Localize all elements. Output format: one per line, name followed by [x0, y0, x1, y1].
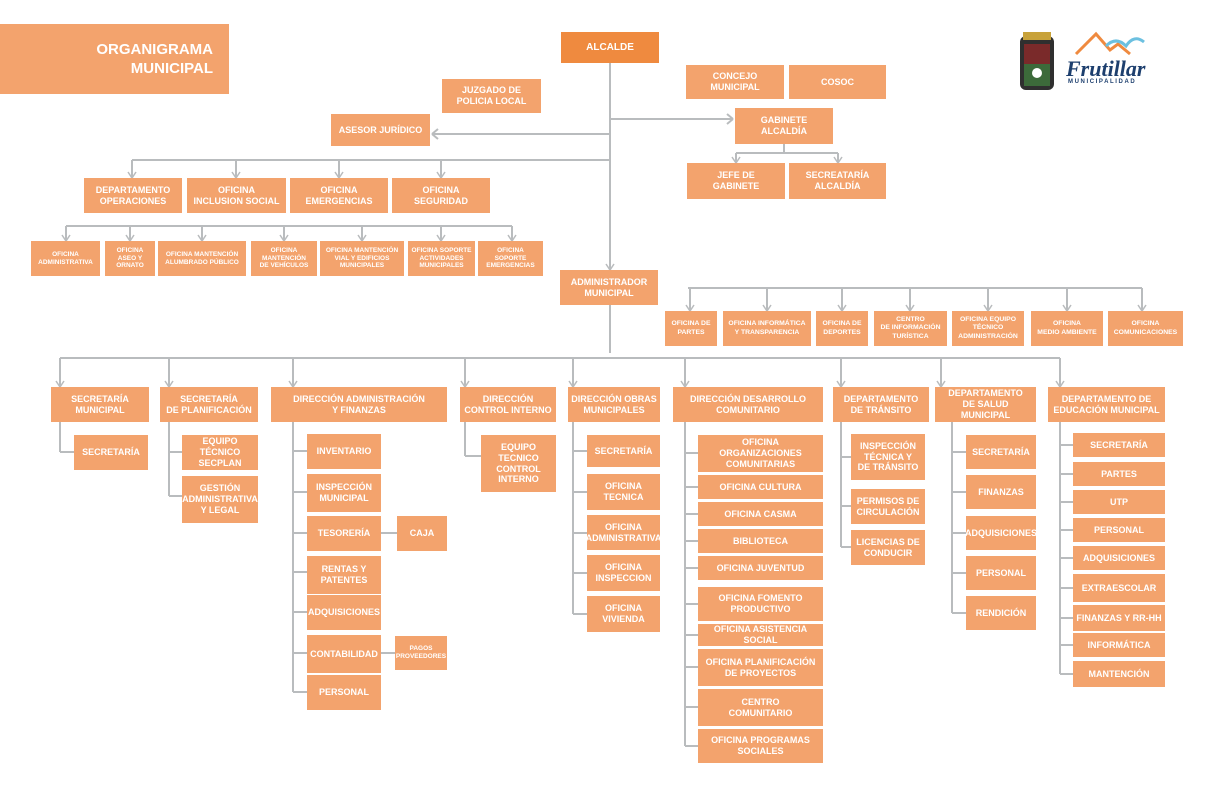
- node-daf2: INSPECCIÓN MUNICIPAL: [307, 474, 381, 512]
- node-daf5: ADQUISICIONES: [307, 595, 381, 630]
- node-asesor: ASESOR JURÍDICO: [331, 114, 430, 146]
- node-ad6: OFICINA MEDIO AMBIENTE: [1031, 311, 1103, 346]
- node-did5: OFICINA JUVENTUD: [698, 556, 823, 580]
- node-daf6: CONTABILIDAD: [307, 635, 381, 673]
- brand-tagline: MUNICIPALIDAD: [1068, 79, 1137, 85]
- node-of-seg: OFICINA SEGURIDAD: [392, 178, 490, 213]
- node-daf: DIRECCIÓN ADMINISTRACIÓN Y FINANZAS: [271, 387, 447, 422]
- node-daf3: TESORERÍA: [307, 516, 381, 551]
- connector-line: [431, 128, 439, 135]
- node-ed7: FINANZAS Y RR-HH: [1073, 605, 1165, 631]
- node-pagos: PAGOS PROVEEDORES: [395, 636, 447, 670]
- node-transito: DEPARTAMENTO DE TRÁNSITO: [833, 387, 929, 422]
- node-did2: OFICINA CULTURA: [698, 475, 823, 499]
- node-dom5: OFICINA VIVIENDA: [587, 596, 660, 632]
- node-daf7: PERSONAL: [307, 675, 381, 710]
- connector-line: [726, 113, 734, 120]
- node-jefe-gab: JEFE DE GABINETE: [687, 163, 785, 199]
- node-ed2: PARTES: [1073, 462, 1165, 486]
- node-ed8: INFORMÁTICA: [1073, 633, 1165, 657]
- node-alcalde: ALCALDE: [561, 32, 659, 63]
- node-secre-alc: SECREATARÍA ALCALDÍA: [789, 163, 886, 199]
- node-tr1: INSPECCIÓN TÉCNICA Y DE TRÁNSITO: [851, 434, 925, 480]
- node-sa5: RENDICIÓN: [966, 596, 1036, 630]
- chart-title-line-1: ORGANIGRAMA: [96, 41, 213, 58]
- node-ed1: SECRETARÍA: [1073, 433, 1165, 457]
- node-dom1: SECRETARÍA: [587, 435, 660, 467]
- mountain-icon: [1074, 31, 1131, 56]
- brand-name: Frutillar: [1066, 56, 1146, 81]
- node-did9: CENTRO COMUNITARIO: [698, 689, 823, 726]
- node-ad4: CENTRO DE INFORMACIÓN TURÍSTICA: [874, 311, 947, 346]
- node-concejo: CONCEJO MUNICIPAL: [686, 65, 784, 99]
- node-sa2: FINANZAS: [966, 475, 1036, 509]
- node-op7: OFICINA SOPORTE EMERGENCIAS: [478, 241, 543, 276]
- connector-line: [431, 133, 439, 140]
- node-did8: OFICINA PLANIFICACIÓN DE PROYECTOS: [698, 649, 823, 686]
- node-secplan: SECRETARÍA DE PLANIFICACIÓN: [160, 387, 258, 422]
- node-educ: DEPARTAMENTO DE EDUCACIÓN MUNICIPAL: [1048, 387, 1165, 422]
- node-dom2: OFICINA TECNICA: [587, 474, 660, 510]
- node-op2: OFICINA ASEO Y ORNATO: [105, 241, 155, 276]
- lake-wave-icon: [1104, 37, 1145, 49]
- node-secplan-1: EQUIPO TÉCNICO SECPLAN: [182, 435, 258, 470]
- node-dom4: OFICINA INSPECCION: [587, 555, 660, 591]
- node-depto-op: DEPARTAMENTO OPERACIONES: [84, 178, 182, 213]
- node-admin: ADMINISTRADOR MUNICIPAL: [560, 270, 658, 305]
- node-ad1: OFICINA DE PARTES: [665, 311, 717, 346]
- node-cosoc: COSOC: [789, 65, 886, 99]
- node-daf4: RENTAS Y PATENTES: [307, 556, 381, 594]
- node-ed6: EXTRAESCOLAR: [1073, 574, 1165, 602]
- node-op3: OFICINA MANTENCIÓN ALUMBRADO PÚBLICO: [158, 241, 246, 276]
- node-op1: OFICINA ADMINISTRATIVA: [31, 241, 100, 276]
- node-ad3: OFICINA DE DEPORTES: [816, 311, 868, 346]
- node-ad2: OFICINA INFORMÁTICA Y TRANSPARENCIA: [723, 311, 811, 346]
- node-dom3: OFICINA ADMINISTRATIVA: [586, 515, 661, 550]
- node-did3: OFICINA CASMA: [698, 502, 823, 526]
- node-op5: OFICINA MANTENCIÓN VIAL Y EDIFICIOS MUNI…: [320, 241, 404, 276]
- node-of-incl: OFICINA INCLUSION SOCIAL: [187, 178, 286, 213]
- node-gabinete: GABINETE ALCALDÍA: [735, 108, 833, 144]
- node-ad5: OFICINA EQUIPO TÉCNICO ADMINISTRACIÓN: [952, 311, 1024, 346]
- node-caja: CAJA: [397, 516, 447, 551]
- node-did7: OFICINA ASISTENCIA SOCIAL: [698, 624, 823, 646]
- node-did10: OFICINA PROGRAMAS SOCIALES: [698, 729, 823, 763]
- node-sa4: PERSONAL: [966, 556, 1036, 590]
- node-sec-mun: SECRETARÍA MUNICIPAL: [51, 387, 149, 422]
- node-daf1: INVENTARIO: [307, 434, 381, 469]
- node-sec-mun-1: SECRETARÍA: [74, 435, 148, 470]
- node-dci1: EQUIPO TECNICO CONTROL INTERNO: [481, 435, 556, 492]
- node-ed3: UTP: [1073, 490, 1165, 514]
- node-tr2: PERMISOS DE CIRCULACIÓN: [851, 489, 925, 524]
- node-ed9: MANTENCIÓN: [1073, 661, 1165, 687]
- municipal-logo: [1020, 31, 1145, 90]
- node-op4: OFICINA MANTENCIÓN DE VEHÍCULOS: [251, 241, 317, 276]
- node-secplan-2: GESTIÓN ADMINISTRATIVA Y LEGAL: [182, 476, 258, 523]
- node-tr3: LICENCIAS DE CONDUCIR: [851, 530, 925, 565]
- node-of-emerg: OFICINA EMERGENCIAS: [290, 178, 388, 213]
- node-sa1: SECRETARÍA: [966, 435, 1036, 469]
- node-ed4: PERSONAL: [1073, 518, 1165, 542]
- node-dci: DIRECCIÓN CONTROL INTERNO: [460, 387, 556, 422]
- node-sa3: ADQUISICIONES: [965, 516, 1037, 550]
- node-ad7: OFICINA COMUNICACIONES: [1108, 311, 1183, 346]
- node-juzgado: JUZGADO DE POLICIA LOCAL: [442, 79, 541, 113]
- node-salud: DEPARTAMENTO DE SALUD MUNICIPAL: [935, 387, 1036, 422]
- node-did6: OFICINA FOMENTO PRODUCTIVO: [698, 587, 823, 621]
- coat-of-arms-icon: [1020, 32, 1054, 90]
- chart-title-line-2: MUNICIPAL: [130, 60, 213, 77]
- node-did4: BIBLIOTECA: [698, 529, 823, 553]
- node-op6: OFICINA SOPORTE ACTIVIDADES MUNICIPALES: [408, 241, 475, 276]
- node-dideco: DIRECCIÓN DESARROLLO COMUNITARIO: [673, 387, 823, 422]
- connector-line: [726, 118, 734, 125]
- node-dom: DIRECCIÓN OBRAS MUNICIPALES: [568, 387, 660, 422]
- node-did1: OFICINA ORGANIZACIONES COMUNITARIAS: [698, 435, 823, 472]
- node-ed5: ADQUISICIONES: [1073, 546, 1165, 570]
- chart-title: ORGANIGRAMA MUNICIPAL: [0, 24, 229, 94]
